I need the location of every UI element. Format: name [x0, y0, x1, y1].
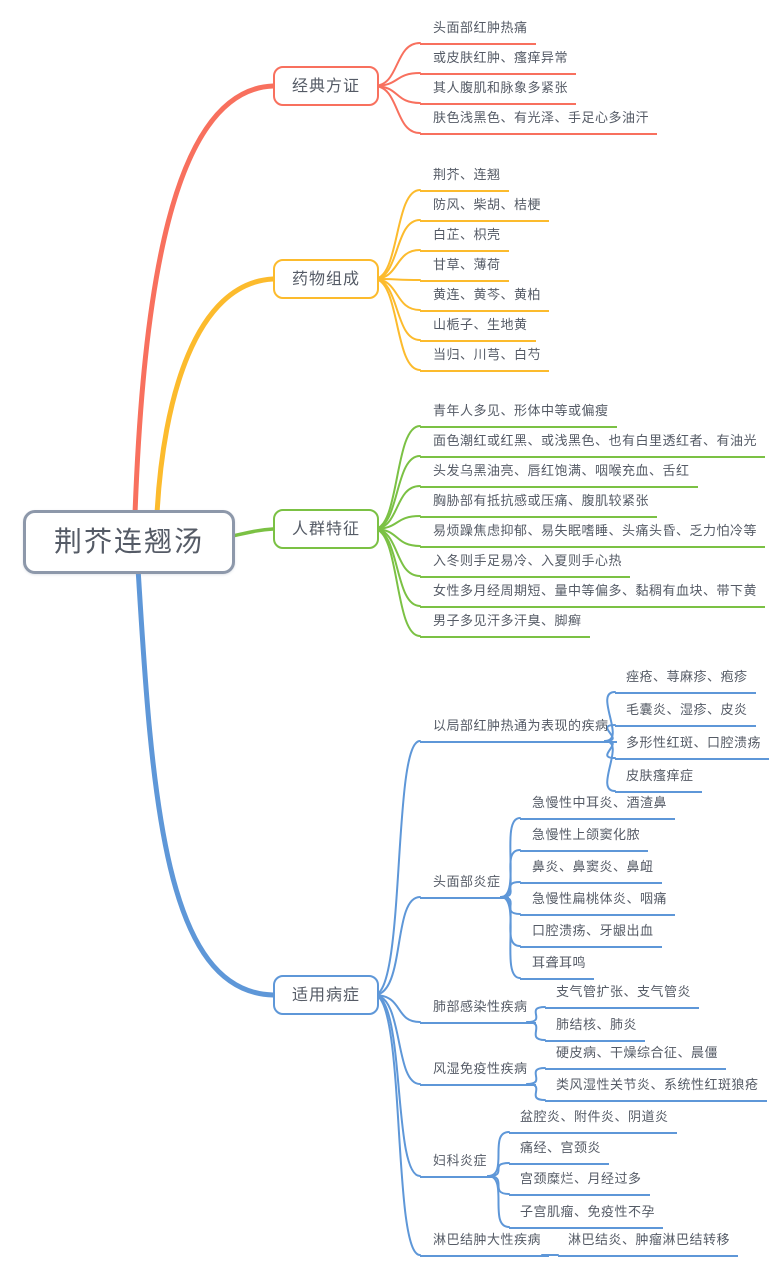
leaf-node[interactable]: 皮肤瘙痒症 — [615, 768, 702, 793]
leaf-node[interactable]: 头发乌黑油亮、唇红饱满、咽喉充血、舌红 — [420, 463, 698, 488]
leaf-node[interactable]: 或皮肤红肿、瘙痒异常 — [420, 50, 577, 75]
subtopic-node-lymph-node[interactable]: 淋巴结肿大性疾病 — [420, 1232, 550, 1257]
leaf-node[interactable]: 肺结核、肺炎 — [545, 1017, 646, 1042]
leaf-node[interactable]: 甘草、薄荷 — [420, 257, 509, 282]
leaf-node[interactable]: 淋巴结炎、肿瘤淋巴结转移 — [558, 1232, 739, 1257]
leaf-node[interactable]: 耳聋耳鸣 — [520, 955, 595, 980]
leaf-node[interactable]: 白芷、枳壳 — [420, 227, 509, 252]
subtopic-node-lung-infections[interactable]: 肺部感染性疾病 — [420, 999, 536, 1024]
leaf-node[interactable]: 硬皮病、干燥综合征、晨僵 — [545, 1045, 727, 1070]
leaf-node[interactable]: 盆腔炎、附件炎、阴道炎 — [509, 1109, 677, 1134]
yellow-branch-connectors — [373, 189, 421, 371]
leaf-node[interactable]: 荆芥、连翘 — [420, 167, 509, 192]
leaf-node[interactable]: 面色潮红或红黑、或浅黑色、也有白里透红者、有油光 — [420, 433, 766, 458]
subtopic-node-rheumatic-immune[interactable]: 风湿免疫性疾病 — [420, 1061, 536, 1086]
leaf-node[interactable]: 易烦躁焦虑抑郁、易失眠嗜睡、头痛头昏、乏力怕冷等 — [420, 523, 766, 548]
leaf-node[interactable]: 急慢性中耳炎、酒渣鼻 — [520, 795, 676, 820]
subtopic-node-local-redness-diseases[interactable]: 以局部红肿热通为表现的疾病 — [420, 718, 617, 743]
leaf-node[interactable]: 防风、柴胡、桔梗 — [420, 197, 550, 222]
leaf-node[interactable]: 口腔溃疡、牙龈出血 — [520, 923, 662, 948]
leaf-node[interactable]: 毛囊炎、湿疹、皮炎 — [615, 702, 756, 727]
leaf-node[interactable]: 鼻炎、鼻窦炎、鼻衄 — [520, 859, 662, 884]
leaf-node[interactable]: 宫颈糜烂、月经过多 — [509, 1171, 650, 1196]
leaf-node[interactable]: 多形性红斑、口腔溃疡 — [615, 735, 770, 760]
branch-node-classic-indications[interactable]: 经典方证 — [273, 66, 380, 106]
subtopic-node-head-face-inflammation[interactable]: 头面部炎症 — [420, 874, 509, 899]
blue-branch-connectors — [373, 740, 421, 1256]
leaf-node[interactable]: 急慢性扁桃体炎、咽痛 — [520, 891, 676, 916]
blue-subsection-connectors — [487, 691, 616, 1256]
leaf-node[interactable]: 青年人多见、形体中等或偏瘦 — [420, 403, 617, 428]
leaf-node[interactable]: 黄连、黄芩、黄柏 — [420, 287, 550, 312]
leaf-node[interactable]: 类风湿性关节炎、系统性红斑狼疮 — [545, 1077, 767, 1102]
leaf-node[interactable]: 当归、川芎、白芍 — [420, 347, 550, 372]
branch-node-population-features[interactable]: 人群特征 — [273, 509, 380, 549]
leaf-node[interactable]: 头面部红肿热痛 — [420, 20, 536, 45]
central-topic-node[interactable]: 荆芥连翘汤 — [23, 510, 236, 574]
leaf-node[interactable]: 胸胁部有抵抗感或压痛、腹肌较紧张 — [420, 493, 658, 518]
branch-node-herbal-composition[interactable]: 药物组成 — [273, 259, 380, 299]
leaf-node[interactable]: 子宫肌瘤、免疫性不孕 — [509, 1204, 664, 1229]
branch-node-applicable-diseases[interactable]: 适用病症 — [273, 975, 380, 1015]
leaf-node[interactable]: 痤疮、荨麻疹、疱疹 — [615, 669, 756, 694]
leaf-node[interactable]: 入冬则手足易冷、入夏则手心热 — [420, 553, 631, 578]
leaf-node[interactable]: 其人腹肌和脉象多紧张 — [420, 80, 577, 105]
leaf-node[interactable]: 支气管扩张、支气管炎 — [545, 984, 700, 1009]
leaf-node[interactable]: 山栀子、生地黄 — [420, 317, 536, 342]
leaf-node[interactable]: 痛经、宫颈炎 — [509, 1140, 610, 1165]
leaf-node[interactable]: 女性多月经周期短、量中等偏多、黏稠有血块、带下黄 — [420, 583, 766, 608]
leaf-node[interactable]: 急慢性上颌窦化脓 — [520, 827, 649, 852]
leaf-node[interactable]: 肤色浅黑色、有光泽、手足心多油汗 — [420, 110, 658, 135]
subtopic-node-gynecological[interactable]: 妇科炎症 — [420, 1153, 496, 1178]
red-branch-connectors — [373, 42, 421, 134]
green-branch-connectors — [373, 425, 421, 637]
leaf-node[interactable]: 男子多见汗多汗臭、脚癣 — [420, 613, 590, 638]
